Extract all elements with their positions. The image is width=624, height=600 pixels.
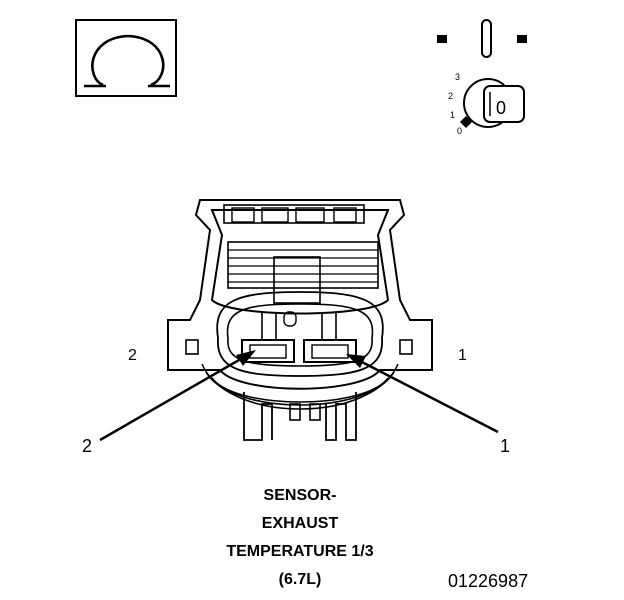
ohm-symbol-icon bbox=[75, 19, 177, 97]
callout-number-2: 2 bbox=[82, 436, 92, 456]
caption-line-4: (6.7L) bbox=[278, 571, 322, 588]
face-label-pin-1: 1 bbox=[458, 347, 467, 364]
connector-face-drawing bbox=[167, 199, 433, 441]
ignition-position-1: 1 bbox=[450, 110, 455, 120]
callout-arrow-pin-2 bbox=[99, 350, 256, 442]
caption-line-1: SENSOR- bbox=[263, 487, 337, 504]
face-label-pin-2: 2 bbox=[128, 347, 137, 364]
ignition-key-label: 0 bbox=[496, 98, 506, 118]
part-number: 01226987 bbox=[448, 571, 529, 591]
ignition-key-switch-icon: 0 3 2 1 0 bbox=[437, 19, 527, 136]
callout-arrow-pin-1 bbox=[346, 354, 499, 434]
caption-line-2: EXHAUST bbox=[261, 515, 339, 532]
ignition-position-3: 3 bbox=[455, 72, 460, 82]
ignition-position-0: 0 bbox=[457, 126, 462, 136]
caption-line-3: TEMPERATURE 1/3 bbox=[226, 543, 374, 560]
callout-number-1: 1 bbox=[500, 436, 510, 456]
ignition-position-2: 2 bbox=[448, 91, 453, 101]
